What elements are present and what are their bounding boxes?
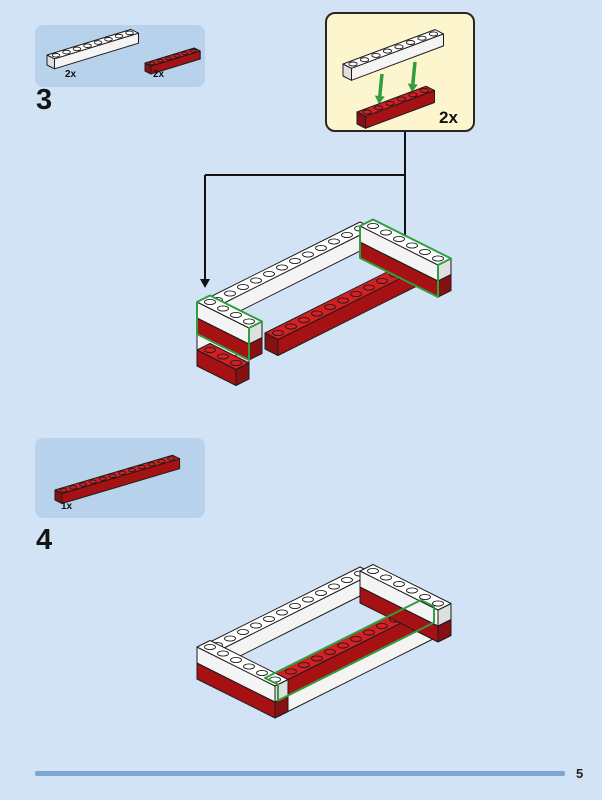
step3-number: 3 (36, 84, 53, 116)
part-count-red-brick: 2x (153, 69, 165, 80)
step4-assembly-figure (196, 564, 452, 719)
step3-parts-thumbnails (46, 28, 201, 75)
part-count-white-brick: 2x (65, 69, 77, 80)
step4-number: 4 (36, 524, 53, 556)
part-count-red-long-brick: 1x (61, 501, 73, 512)
footer-divider-bar (35, 771, 565, 776)
step3-parts-box: 2x 2x (35, 25, 205, 87)
placement-arrows (200, 132, 410, 288)
step3-assembly-figure (196, 218, 452, 386)
subassembly-count: 2x (439, 108, 458, 127)
subassembly-callout: 2x (325, 12, 475, 132)
subassembly-diagram (342, 29, 444, 129)
step4-parts-thumbnails (54, 454, 181, 504)
page-number: 5 (576, 766, 584, 781)
step4-parts-box: 1x (35, 438, 205, 518)
